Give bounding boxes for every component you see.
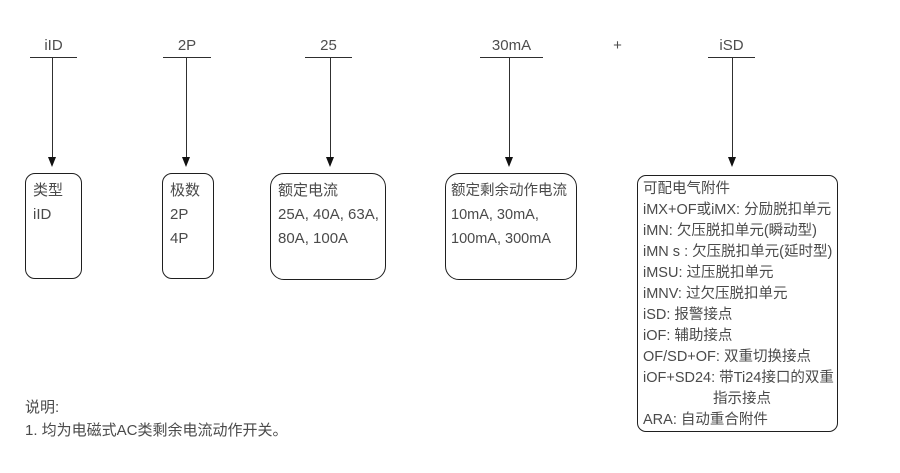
box-accessories: 可配电气附件 iMX+OF或iMX: 分励脱扣单元 iMN: 欠压脱扣单元(瞬动… [637, 175, 838, 432]
box-poles-option: 4P [170, 230, 189, 247]
box-poles-title: 极数 [170, 182, 201, 199]
accessory-item-continuation: 指示接点 [713, 391, 771, 407]
box-rated-current-options: 80A, 100A [278, 230, 349, 247]
box-residual-current: 额定剩余动作电流 10mA, 30mA, 100mA, 300mA [445, 173, 577, 280]
box-type-value: iID [33, 206, 52, 223]
code-part-accessory-label: iSD [708, 34, 755, 58]
arrow-head-icon [505, 157, 513, 167]
box-residual-current-title: 额定剩余动作电流 [451, 183, 567, 199]
notes-heading: 说明: [25, 399, 60, 416]
accessory-item: iMN s : 欠压脱扣单元(延时型) [643, 244, 833, 260]
accessory-item: iSD: 报警接点 [643, 307, 733, 323]
box-accessories-title: 可配电气附件 [643, 181, 730, 197]
box-residual-current-options: 10mA, 30mA, [451, 207, 539, 223]
arrow-head-icon [48, 157, 56, 167]
code-part-residual-current-label: 30mA [480, 34, 543, 58]
accessory-item: iMN: 欠压脱扣单元(瞬动型) [643, 223, 817, 239]
arrow-head-icon [728, 157, 736, 167]
code-part-poles-label: 2P [163, 34, 211, 58]
box-poles: 极数 2P 4P [162, 173, 214, 279]
plus-separator: + [613, 37, 622, 54]
accessory-item: iMSU: 过压脱扣单元 [643, 265, 774, 281]
box-type: 类型 iID [25, 173, 82, 279]
code-part-rated-current-label: 25 [305, 34, 352, 58]
box-rated-current-title: 额定电流 [278, 182, 339, 199]
accessory-item: OF/SD+OF: 双重切换接点 [643, 349, 811, 365]
accessory-item: iOF+SD24: 带Ti24接口的双重 [643, 370, 834, 386]
note-item: 1. 均为电磁式AC类剩余电流动作开关。 [25, 422, 288, 439]
box-poles-option: 2P [170, 206, 189, 223]
box-rated-current: 额定电流 25A, 40A, 63A, 80A, 100A [270, 173, 386, 280]
code-part-type-label: iID [30, 34, 77, 58]
notes: 说明: 1. 均为电磁式AC类剩余电流动作开关。 [25, 396, 288, 442]
accessory-item: iMX+OF或iMX: 分励脱扣单元 [643, 202, 832, 218]
arrow-line-type [52, 58, 53, 158]
arrow-line-poles [186, 58, 187, 158]
arrow-head-icon [326, 157, 334, 167]
accessory-item: iMNV: 过欠压脱扣单元 [643, 286, 788, 302]
box-type-title: 类型 [33, 182, 64, 199]
box-residual-current-options: 100mA, 300mA [451, 231, 551, 247]
arrow-line-residual-current [509, 58, 510, 158]
accessory-item: iOF: 辅助接点 [643, 328, 733, 344]
arrow-line-accessory [732, 58, 733, 158]
box-rated-current-options: 25A, 40A, 63A, [278, 206, 379, 223]
arrow-head-icon [182, 157, 190, 167]
accessory-item: ARA: 自动重合附件 [643, 412, 768, 428]
arrow-line-rated-current [330, 58, 331, 158]
